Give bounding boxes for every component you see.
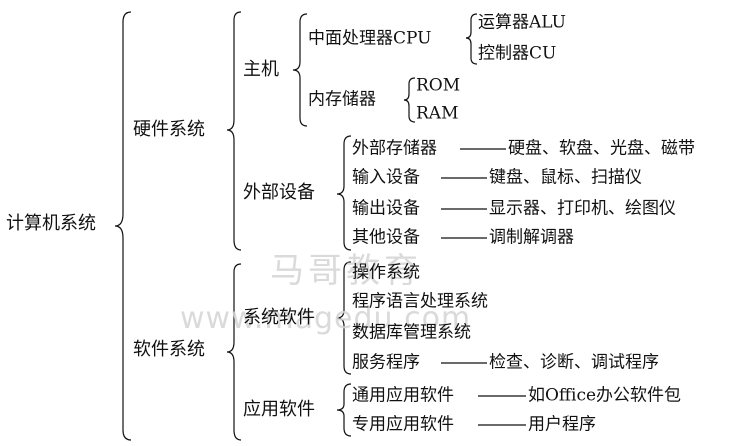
watermark-line2: www.magedu.com: [180, 301, 472, 336]
hardware-label: 硬件系统: [133, 119, 205, 140]
application-software-label: 应用软件: [243, 399, 315, 420]
cpu-label: 中面处理器CPU: [308, 28, 432, 49]
memory-label: 内存储器: [308, 89, 376, 110]
software-label: 软件系统: [133, 339, 205, 360]
service-programs-label: 服务程序: [352, 352, 420, 373]
service-programs-detail: 检查、诊断、调试程序: [489, 352, 659, 373]
watermark-line1: 马哥教育: [270, 251, 422, 291]
special-app-detail: 用户程序: [528, 414, 596, 435]
brace-cpu: [465, 13, 478, 65]
input-devices-label: 输入设备: [352, 167, 420, 188]
external-storage-detail: 硬盘、软盘、光盘、磁带: [508, 138, 695, 159]
brace-host: [292, 13, 308, 127]
external-storage-label: 外部存储器: [352, 138, 437, 159]
brace-application-software: [336, 383, 352, 437]
brace-hardware: [226, 11, 242, 251]
other-devices-label: 其他设备: [352, 227, 420, 248]
brace-peripherals: [336, 135, 352, 251]
special-app-label: 专用应用软件: [352, 414, 454, 435]
brace-root: [114, 11, 132, 441]
general-app-label: 通用应用软件: [352, 385, 454, 406]
peripherals-label: 外部设备: [243, 182, 315, 203]
language-processing-label: 程序语言处理系统: [352, 291, 488, 312]
brace-software: [226, 263, 242, 441]
brace-memory: [403, 77, 416, 123]
os-label: 操作系统: [352, 262, 420, 283]
dbms-label: 数据库管理系统: [352, 322, 471, 343]
host-label: 主机: [243, 59, 279, 80]
root-label: 计算机系统: [6, 213, 96, 234]
system-software-label: 系统软件: [243, 307, 315, 328]
other-devices-detail: 调制解调器: [489, 227, 574, 248]
cu-label: 控制器CU: [478, 43, 557, 64]
ram-label: RAM: [416, 103, 459, 124]
output-devices-label: 输出设备: [352, 198, 420, 219]
brace-system-software: [336, 261, 352, 375]
input-devices-detail: 键盘、鼠标、扫描仪: [489, 167, 642, 188]
rom-label: ROM: [416, 75, 461, 96]
general-app-detail: 如Office办公软件包: [528, 385, 682, 406]
output-devices-detail: 显示器、打印机、绘图仪: [489, 198, 676, 219]
alu-label: 运算器ALU: [478, 12, 566, 33]
